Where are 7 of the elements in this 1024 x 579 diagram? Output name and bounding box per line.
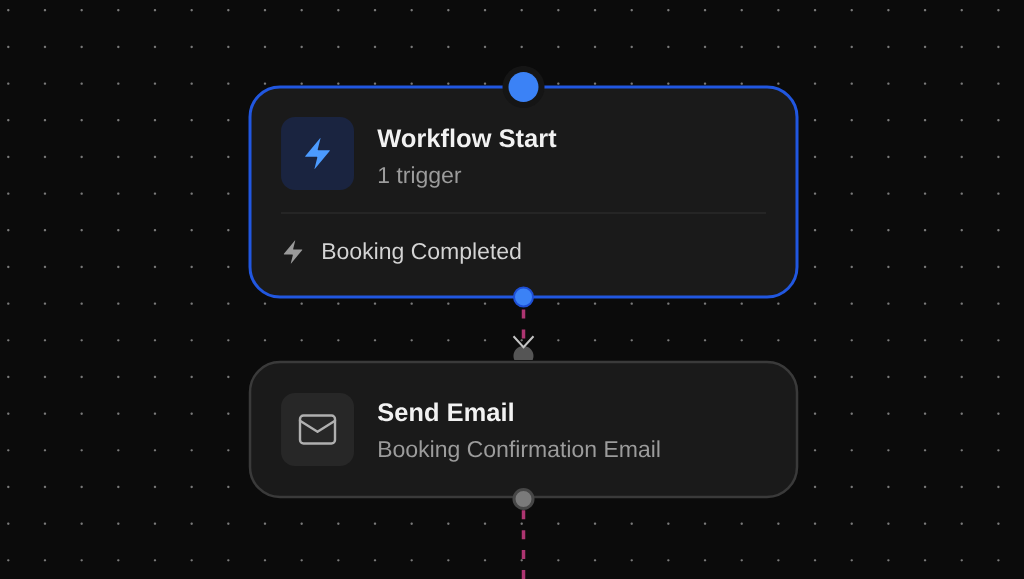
card-subtitle: 1 trigger (378, 166, 462, 188)
card-subtitle: Booking Confirmation Email (379, 440, 660, 462)
connector-arrow (512, 309, 535, 349)
card-title: Send Email (377, 402, 513, 422)
trigger-label: Booking Completed (323, 242, 521, 264)
connector-line (521, 510, 526, 579)
card-title: Workflow Start (377, 128, 557, 148)
